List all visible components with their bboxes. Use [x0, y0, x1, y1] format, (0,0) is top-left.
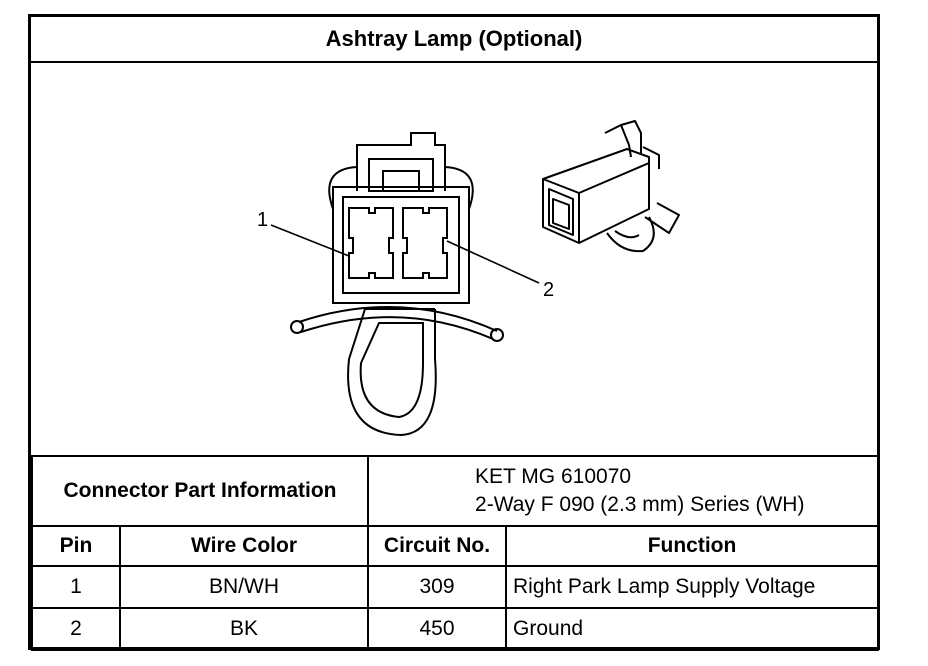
header-pin: Pin: [31, 525, 121, 567]
part-number: KET MG 610070: [475, 465, 632, 488]
connector-part-label: Connector Part Information: [30, 455, 370, 527]
table-row: 2 BK 450 Ground: [31, 607, 880, 651]
connector-part-value: KET MG 610070 2-Way F 090 (2.3 mm) Serie…: [367, 455, 880, 527]
wire-color-cell: BN/WH: [118, 565, 370, 609]
part-series: 2-Way F 090 (2.3 mm) Series (WH): [475, 493, 805, 516]
wire-color-cell: BK: [118, 607, 370, 651]
header-circuit-no: Circuit No.: [367, 525, 508, 567]
header-wire-color: Wire Color: [118, 525, 370, 567]
circuit-cell: 450: [367, 607, 508, 651]
pin-cell: 1: [31, 565, 121, 609]
circuit-cell: 309: [367, 565, 508, 609]
pin-2-callout: 2: [543, 279, 555, 301]
table-row: 1 BN/WH 309 Right Park Lamp Supply Volta…: [31, 565, 880, 609]
connector-sheet: Ashtray Lamp (Optional): [28, 14, 880, 651]
pin-1-callout: 1: [257, 209, 269, 231]
connector-face-drawing: [270, 120, 680, 437]
function-cell: Right Park Lamp Supply Voltage: [505, 565, 880, 609]
page-title: Ashtray Lamp (Optional): [31, 17, 877, 63]
function-cell: Ground: [505, 607, 880, 651]
connector-info-table: Connector Part Information KET MG 610070…: [30, 455, 880, 651]
pin-cell: 2: [31, 607, 121, 651]
connector-diagram: 1 2: [31, 63, 877, 455]
header-function: Function: [505, 525, 880, 567]
